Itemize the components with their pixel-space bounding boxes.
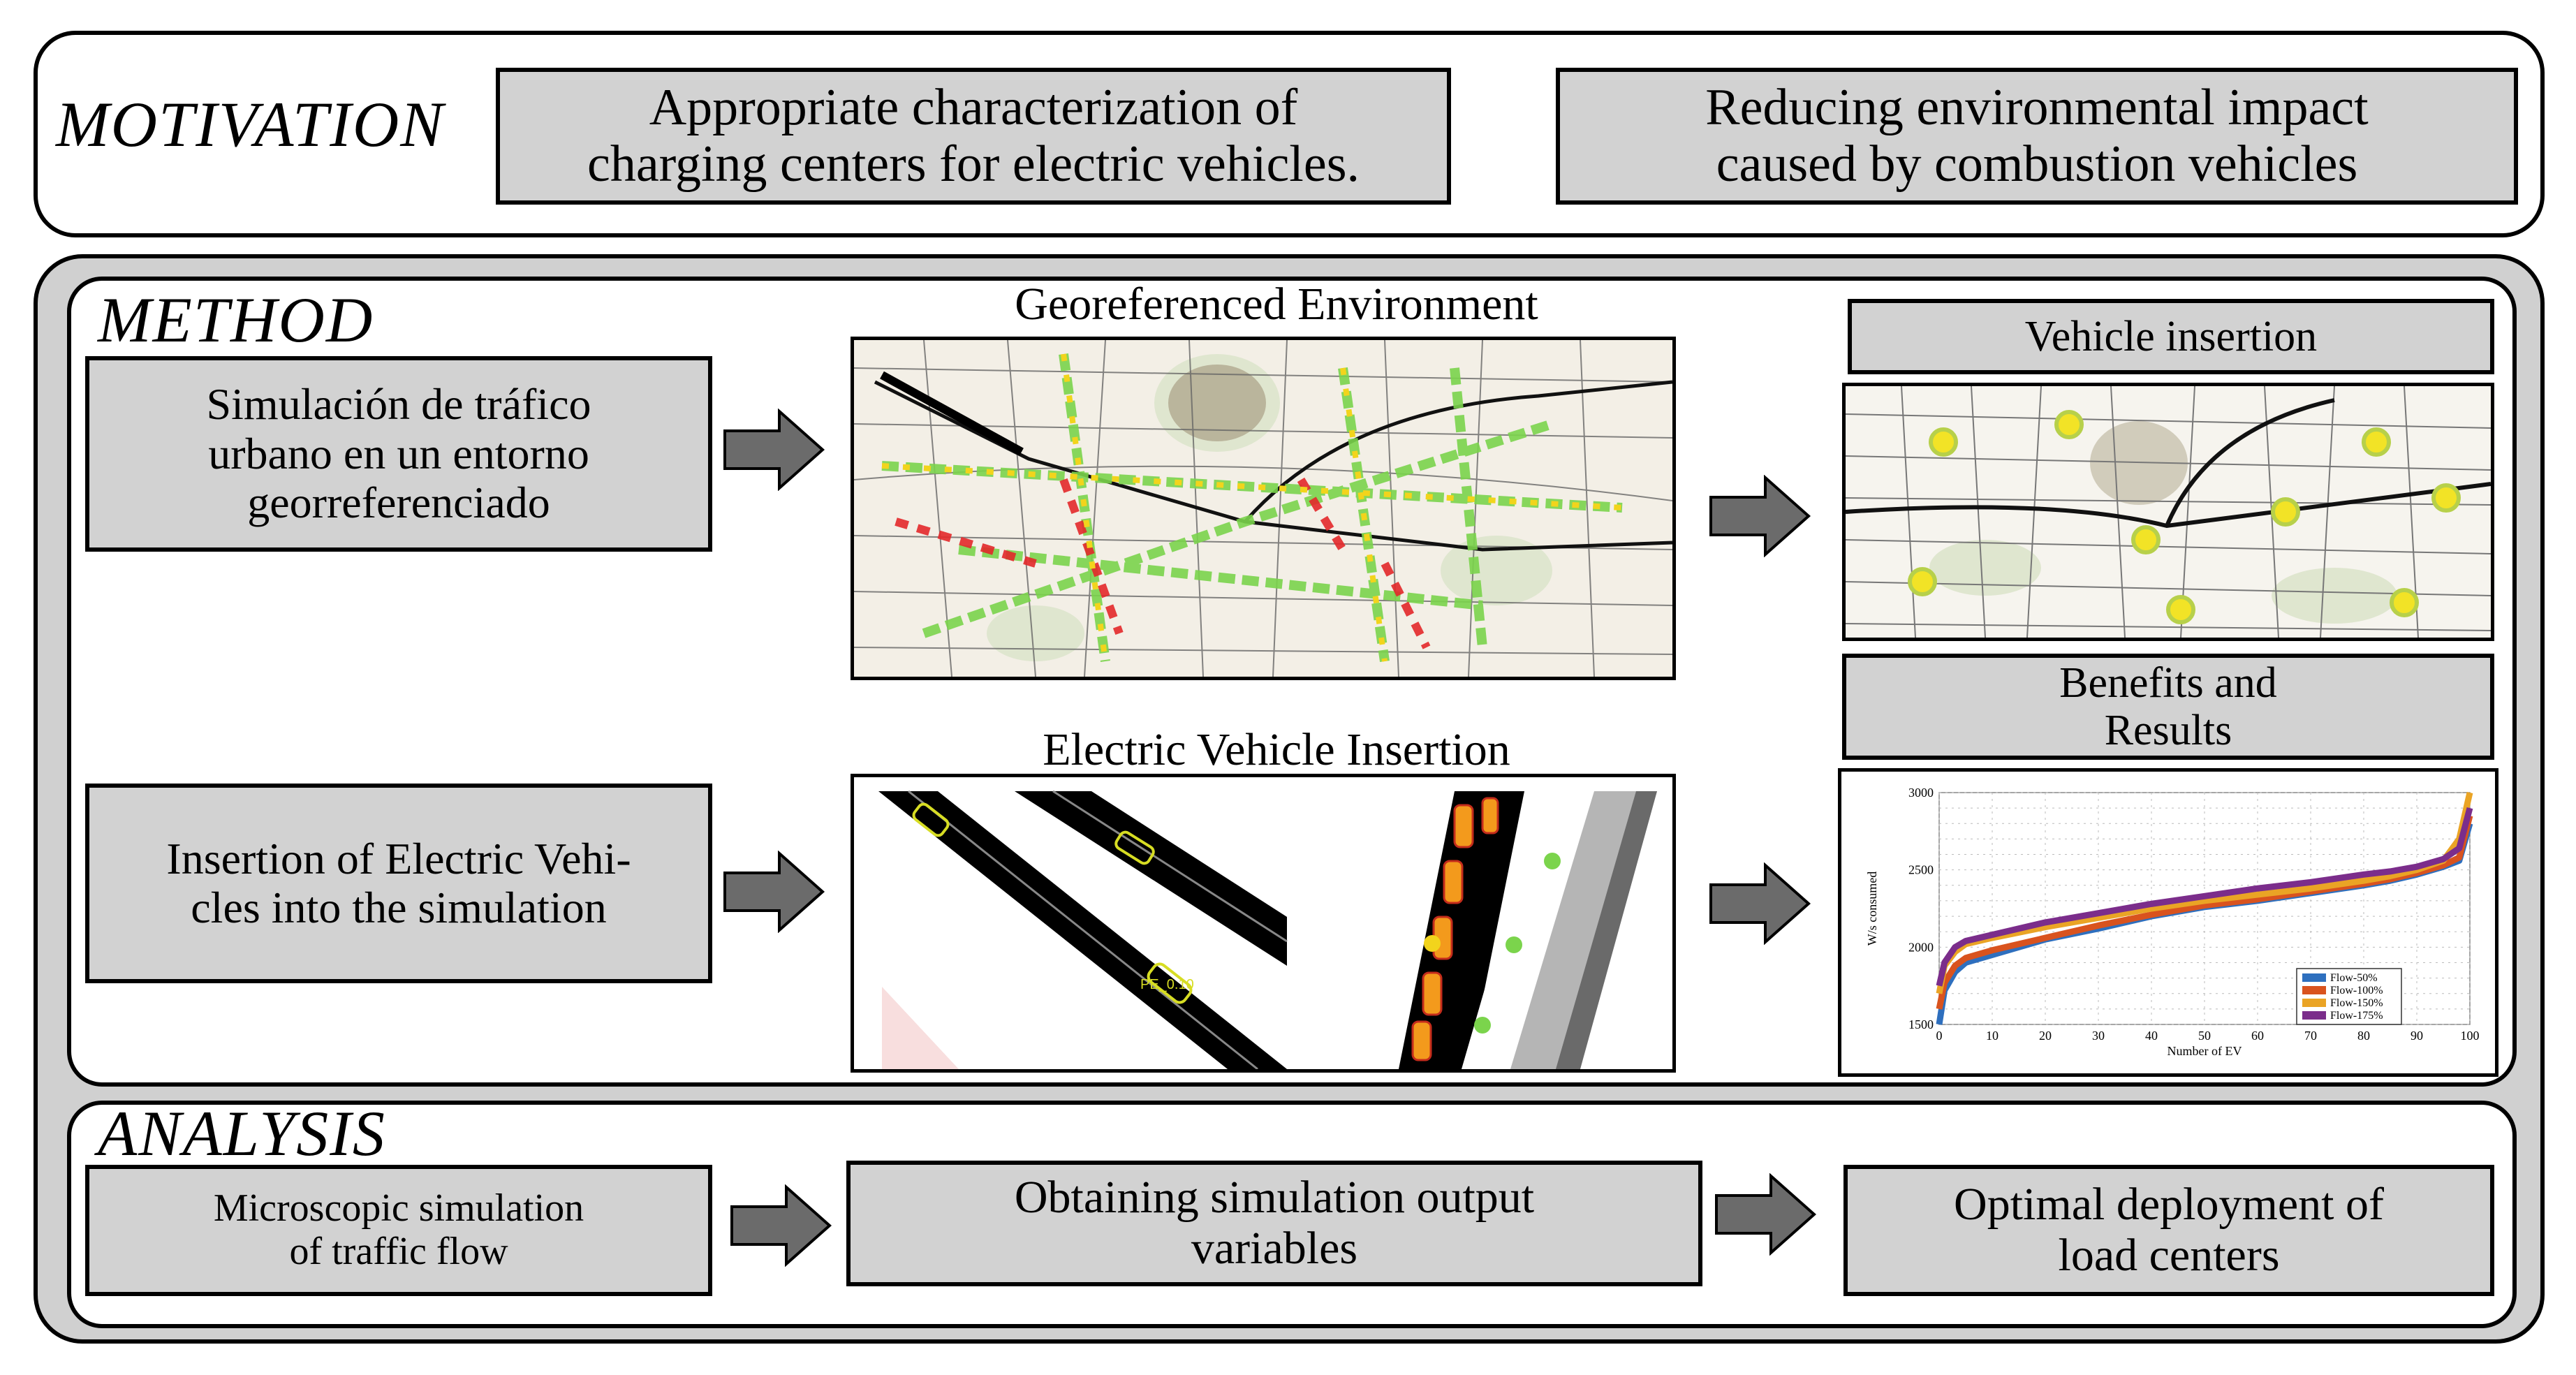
y-tick-label: 2500: [1908, 863, 1934, 877]
vehicle-insertion-map: [1842, 383, 2494, 641]
ins-box-line2: cles into the simulation: [191, 883, 607, 932]
results-line-chart: 0 10 20 30 40 50 60 70 80 90 100 1500 2000 2500 3000Nu…: [1865, 786, 2480, 1058]
y-tick-label: 2000: [1908, 940, 1934, 954]
arrow-right-icon: [723, 409, 825, 491]
motivation-box2-line1: Reducing environmental impact: [1705, 78, 2369, 136]
analysis-heading: ANALYSIS: [98, 1098, 386, 1169]
ev-insertion-caption: Electric Vehicle Insertion: [1043, 724, 1510, 775]
arrow-right-icon: [730, 1184, 832, 1267]
car-label: PE_0.10: [1140, 977, 1194, 992]
georeferenced-map: [851, 337, 1676, 680]
benefits-line2: Results: [2104, 707, 2232, 754]
ev-insertion-box: Insertion of Electric Vehi- cles into th…: [85, 784, 712, 983]
analysis-box2-line1: Obtaining simulation output: [1014, 1172, 1535, 1223]
y-axis-label: W/s consumed: [1865, 872, 1879, 946]
legend-entry: Flow-150%: [2330, 997, 2383, 1009]
legend-entry: Flow-175%: [2330, 1010, 2383, 1022]
legend-entry: Flow-50%: [2330, 972, 2378, 984]
benefits-line1: Benefits and: [2059, 659, 2277, 707]
motivation-box-charging-centers: Appropriate characterization of charging…: [496, 68, 1451, 205]
traffic-simulation-box: Simulación de tráfico urbano en un entor…: [85, 356, 712, 552]
x-tick-label: 60: [2251, 1029, 2264, 1043]
x-axis-label: Number of EV: [2167, 1044, 2242, 1058]
x-tick-label: 100: [2461, 1029, 2480, 1043]
x-tick-label: 50: [2198, 1029, 2211, 1043]
y-tick-label: 1500: [1908, 1017, 1934, 1031]
x-tick-label: 40: [2145, 1029, 2158, 1043]
analysis-box2-line2: variables: [1191, 1223, 1358, 1274]
arrow-right-icon: [723, 851, 825, 933]
legend-swatch: [2302, 999, 2326, 1007]
legend-swatch: [2302, 1011, 2326, 1020]
x-tick-label: 0: [1936, 1029, 1943, 1043]
legend-swatch: [2302, 986, 2326, 994]
analysis-box-microscopic-simulation: Microscopic simulation of traffic flow: [85, 1165, 712, 1296]
sim-box-line2: urbano en un entorno: [208, 428, 589, 478]
arrow-right-icon: [1715, 1173, 1817, 1256]
analysis-box1-line2: of traffic flow: [289, 1230, 508, 1273]
x-tick-label: 30: [2092, 1029, 2105, 1043]
motivation-box1-line2: charging centers for electric vehicles.: [587, 135, 1360, 193]
sim-box-line3: georreferenciado: [247, 478, 550, 528]
analysis-box-optimal-deployment: Optimal deployment of load centers: [1843, 1165, 2494, 1296]
sim-box-line1: Simulación de tráfico: [206, 379, 591, 429]
georeferenced-environment-caption: Georeferenced Environment: [1015, 279, 1538, 330]
x-tick-label: 70: [2304, 1029, 2317, 1043]
benefits-results-label: Benefits and Results: [1842, 654, 2494, 760]
legend-entry: Flow-100%: [2330, 985, 2383, 997]
motivation-heading: MOTIVATION: [56, 89, 445, 160]
motivation-box2-line2: caused by combustion vehicles: [1716, 135, 2358, 193]
motivation-box1-line1: Appropriate characterization of: [649, 78, 1298, 136]
x-tick-label: 80: [2357, 1029, 2370, 1043]
series-line-2: [1936, 815, 2473, 1010]
legend-swatch: [2302, 973, 2326, 982]
method-heading: METHOD: [98, 284, 374, 355]
motivation-box-environmental-impact: Reducing environmental impact caused by …: [1556, 68, 2518, 205]
x-tick-label: 10: [1986, 1029, 1999, 1043]
ins-box-line1: Insertion of Electric Vehi-: [166, 833, 631, 883]
analysis-box-output-variables: Obtaining simulation output variables: [846, 1161, 1702, 1286]
x-tick-label: 90: [2411, 1029, 2423, 1043]
arrow-right-icon: [1709, 475, 1811, 557]
analysis-box3-line2: load centers: [2058, 1230, 2280, 1281]
ev-insertion-image: PE_0.10: [851, 774, 1676, 1073]
x-tick-label: 20: [2039, 1029, 2052, 1043]
vehicle-insertion-label: Vehicle insertion: [1848, 299, 2494, 374]
arrow-right-icon: [1709, 862, 1811, 945]
y-tick-label: 3000: [1908, 786, 1934, 800]
series-line-4: [1936, 807, 2473, 987]
analysis-box3-line1: Optimal deployment of: [1954, 1179, 2384, 1230]
analysis-box1-line1: Microscopic simulation: [213, 1186, 584, 1230]
